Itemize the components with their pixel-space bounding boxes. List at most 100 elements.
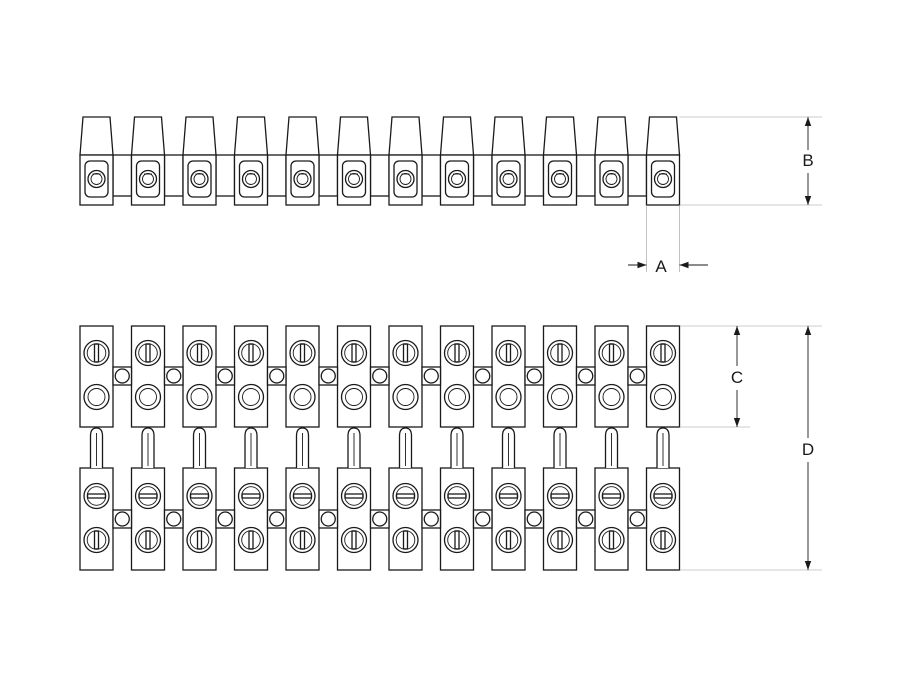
mounting-hole [629, 368, 645, 384]
cable-entry-collar [491, 116, 526, 156]
clamp-screw [344, 169, 364, 189]
mounting-hole [423, 511, 439, 527]
mounting-hole [372, 368, 388, 384]
clamp-screw-inner [142, 173, 154, 185]
screw-slot [608, 343, 615, 363]
clamp-screw [138, 169, 158, 189]
screw-slot [196, 530, 203, 550]
dimension-label-d: D [802, 440, 814, 459]
screw-slot [248, 530, 254, 550]
front-bridge [524, 154, 545, 197]
clamp-screw [396, 169, 415, 189]
screw-slot [145, 343, 151, 363]
screw-slot [86, 493, 107, 499]
cable-entry-collar [388, 116, 423, 156]
mounting-hole [578, 511, 594, 527]
cable-entry-inner [602, 388, 621, 406]
screw-slot [447, 493, 467, 499]
cable-entry-inner [448, 388, 466, 406]
screw-slot [601, 493, 622, 499]
cable-entry-collar [542, 116, 578, 156]
dimension-lines: B A C D [628, 116, 822, 571]
screw-slot [550, 493, 570, 499]
mounting-hole [320, 368, 336, 384]
clamp-screw [293, 169, 312, 189]
cable-entry-inner [551, 388, 569, 406]
front-bridge [369, 154, 390, 197]
clamp-window [290, 160, 315, 198]
screw-slot [351, 530, 357, 550]
front-terminal [491, 116, 526, 206]
screw-slot [653, 493, 673, 499]
front-terminal [233, 116, 269, 206]
clamp-window [496, 160, 521, 198]
screw-slot [505, 343, 512, 363]
front-bridge [215, 154, 236, 197]
clamp-screw-inner [554, 173, 566, 185]
clamp-screw [602, 169, 621, 189]
cable-entry-collar [182, 116, 217, 156]
clamp-screw-inner [90, 173, 103, 185]
cable-entry-inner [293, 388, 312, 406]
screw-slot [351, 343, 357, 363]
cable-entry-inner [242, 388, 260, 406]
mounting-hole [320, 511, 336, 527]
mounting-hole [217, 368, 233, 384]
clamp-screw [499, 169, 518, 189]
mounting-hole [526, 511, 542, 527]
screw-slot [505, 530, 512, 550]
clamp-window [135, 160, 161, 198]
front-terminal [336, 116, 372, 206]
clamp-window [238, 160, 264, 198]
mounting-hole [114, 511, 130, 527]
clamp-window [444, 160, 470, 198]
clamp-screw-inner [399, 173, 412, 185]
dimension-arrow [733, 418, 741, 427]
dimension-arrow [804, 117, 812, 126]
cable-entry-inner [396, 388, 415, 406]
cable-entry-inner [190, 388, 209, 406]
cable-entry-inner [654, 388, 672, 406]
front-terminal [130, 116, 166, 206]
screw-slot [344, 493, 364, 499]
cable-entry-inner [345, 388, 363, 406]
cable-entry-collar [79, 116, 114, 156]
clamp-screw [241, 169, 261, 189]
front-bridge [163, 154, 184, 197]
screw-slot [498, 493, 519, 499]
screw-slot [454, 343, 460, 363]
cable-entry-collar [594, 116, 629, 156]
clamp-window [547, 160, 573, 198]
clamp-screw-inner [657, 173, 669, 185]
clamp-window [341, 160, 367, 198]
screw-slot [608, 530, 615, 550]
clamp-screw-inner [605, 173, 618, 185]
clamp-screw-inner [502, 173, 515, 185]
clamp-screw-inner [245, 173, 257, 185]
mounting-hole [166, 511, 182, 527]
dimension-arrow [804, 561, 812, 570]
dimension-arrow [804, 326, 812, 335]
clamp-screw-inner [451, 173, 463, 185]
dimension-arrow [804, 196, 812, 205]
front-terminal [645, 116, 681, 206]
mounting-hole [578, 368, 594, 384]
mounting-hole [269, 368, 285, 384]
mounting-hole [475, 368, 491, 384]
clamp-screw-inner [296, 173, 309, 185]
front-bridge [421, 154, 442, 197]
clamp-screw [447, 169, 467, 189]
screw-slot [292, 493, 313, 499]
screw-slot [454, 530, 460, 550]
clamp-screw [190, 169, 209, 189]
clamp-window [84, 160, 109, 198]
dimension-arrow [679, 261, 689, 269]
cable-entry-collar [439, 116, 475, 156]
mounting-hole [269, 511, 285, 527]
front-bridge [318, 154, 339, 197]
cable-entry-collar [130, 116, 166, 156]
clamp-screw [653, 169, 673, 189]
dimension-label-a: A [655, 257, 667, 276]
front-bridge [266, 154, 287, 197]
